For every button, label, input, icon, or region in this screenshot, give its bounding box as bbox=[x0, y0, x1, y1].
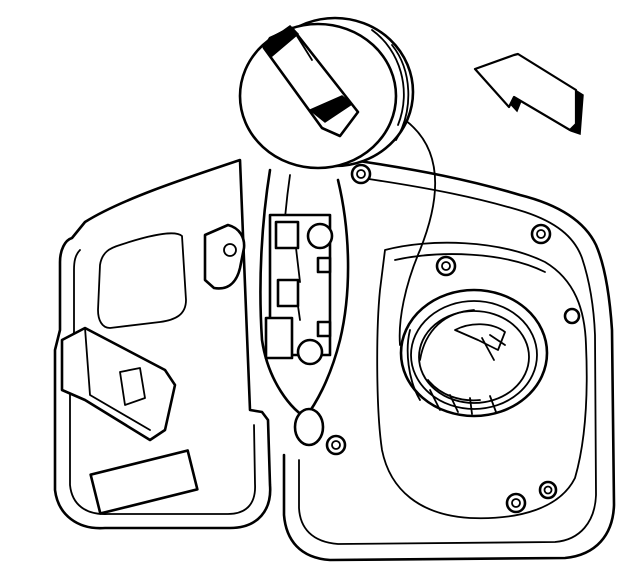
nut-icon bbox=[563, 307, 581, 325]
nut-icon bbox=[538, 480, 558, 500]
fuel-door bbox=[53, 158, 272, 530]
nut-icon bbox=[530, 223, 552, 245]
hinge-arm bbox=[259, 168, 350, 447]
nut-icon bbox=[325, 434, 347, 456]
direction-arrow-icon bbox=[473, 52, 584, 136]
body-panel bbox=[282, 158, 616, 562]
nut-icon bbox=[505, 492, 527, 514]
fuel-cap bbox=[238, 16, 415, 170]
tether bbox=[398, 119, 437, 346]
nut-icon bbox=[435, 255, 457, 277]
mounting-nuts bbox=[325, 163, 581, 514]
filler-neck bbox=[399, 288, 549, 418]
nut-icon bbox=[350, 163, 372, 185]
